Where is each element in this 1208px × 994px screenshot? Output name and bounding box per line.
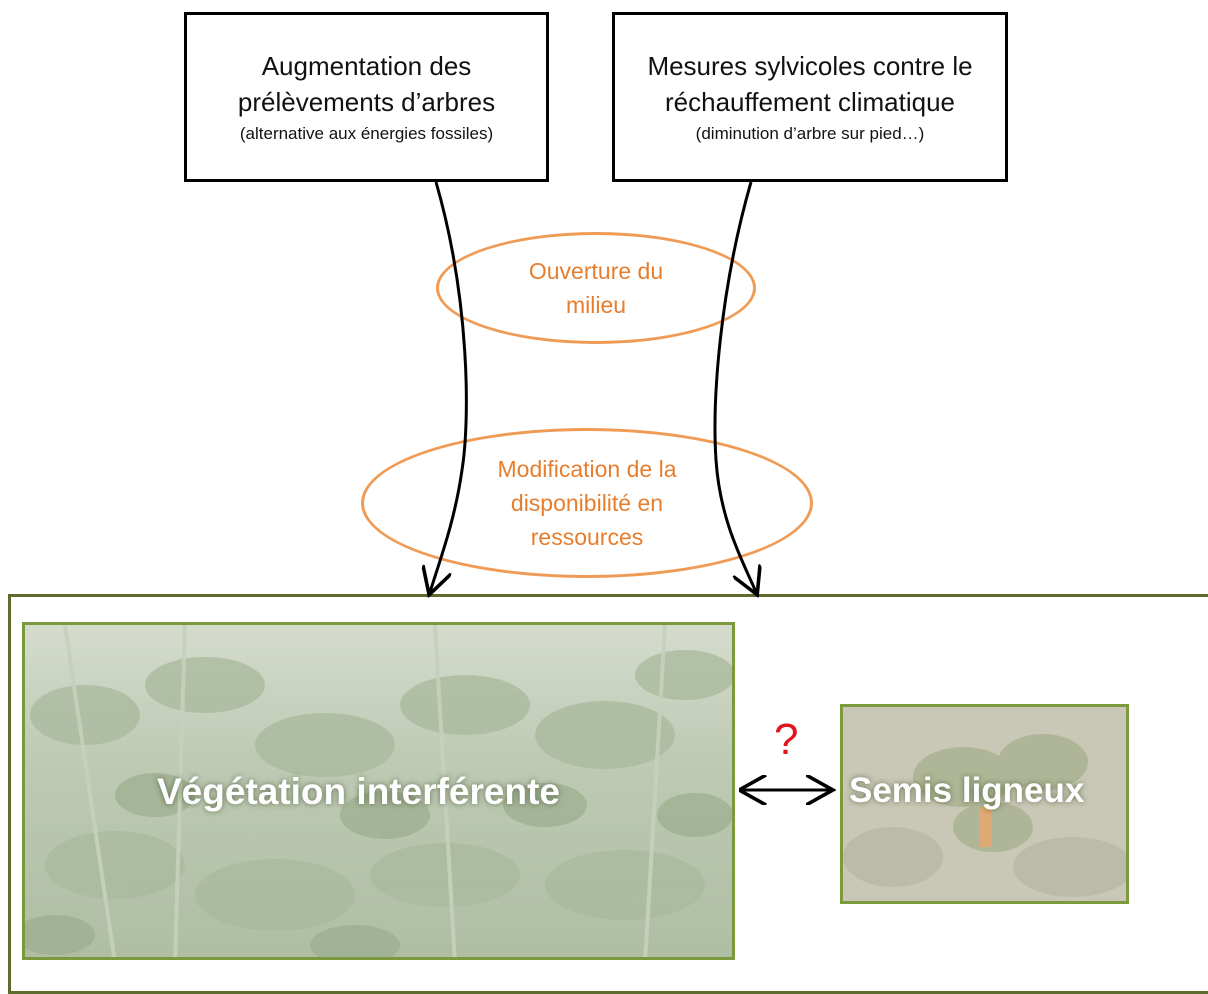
vegetation-label: Végétation interférente <box>157 771 560 812</box>
ellipse-resources-text: Modification de la disponibilité en ress… <box>497 456 677 550</box>
ellipse-opening: Ouverture du milieu <box>436 232 756 344</box>
connector-arrows <box>0 181 1208 972</box>
vegetation-image <box>25 625 732 957</box>
arrow-left-curve <box>430 181 468 592</box>
arrow-right-curve <box>713 181 756 592</box>
question-mark: ? <box>774 715 799 764</box>
box-tree-harvest-subtitle: (alternative aux énergies fossiles) <box>239 124 494 143</box>
box-tree-harvest: Augmentation des prélèvements d’arbres (… <box>184 12 549 182</box>
box-silviculture-title: Mesures sylvicoles contre le réchauffeme… <box>647 51 973 117</box>
box-silviculture: Mesures sylvicoles contre le réchauffeme… <box>612 12 1008 182</box>
seedling-image <box>843 707 1126 901</box>
ellipse-opening-text: Ouverture du milieu <box>528 258 664 318</box>
ellipse-resources: Modification de la disponibilité en ress… <box>361 428 813 578</box>
photo-woody-seedlings: Semis ligneux <box>840 704 1129 904</box>
box-tree-harvest-title: Augmentation des prélèvements d’arbres <box>237 51 496 117</box>
box-silviculture-subtitle: (diminution d’arbre sur pied…) <box>695 124 925 143</box>
seedling-label: Semis ligneux <box>849 771 1085 810</box>
photo-interfering-vegetation: Végétation interférente <box>22 622 735 960</box>
